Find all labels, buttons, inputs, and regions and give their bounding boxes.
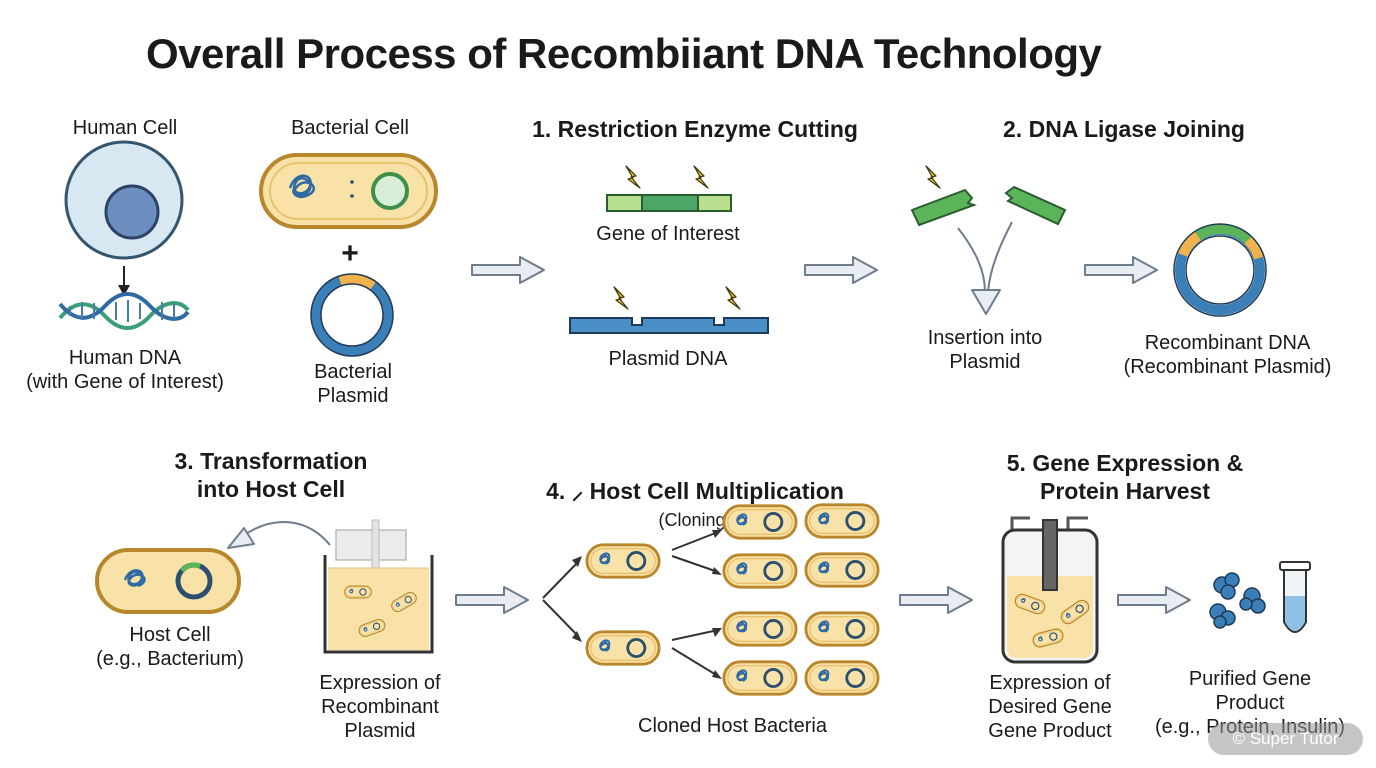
step-4-suffix: (Cloning)	[658, 510, 732, 531]
gene-of-interest-strip	[606, 194, 732, 212]
step-4-heading: 4. ⸝ Host Cell Multiplication (Cloning)	[480, 450, 910, 533]
transformation-arrow-icon	[227, 521, 331, 549]
step-4-title: 4. ⸝ Host Cell Multiplication	[546, 477, 844, 504]
host-cell	[95, 548, 241, 614]
host-cell-label: Host Cell (e.g., Bacterium)	[96, 624, 244, 670]
human-dna-label: Human DNA (with Gene of Interest)	[26, 347, 224, 393]
curved-arrows	[957, 221, 1013, 315]
branch-arrowheads	[572, 530, 722, 679]
protein-molecules-icon	[1209, 572, 1266, 629]
dna-helix	[58, 292, 190, 330]
test-tube-icon	[1279, 561, 1311, 633]
flow-arrow-3	[1084, 256, 1158, 284]
step-2-heading: 2. DNA Ligase Joining	[1003, 116, 1245, 142]
down-arrow-icon	[118, 266, 130, 296]
watermark: © Super Tutor	[1208, 723, 1363, 755]
expression-plasmid-label: Expression of Recombinant Plasmid	[319, 672, 441, 742]
human-cell-label: Human Cell	[72, 117, 178, 139]
cut-bolt-icon	[693, 165, 709, 189]
step-5-heading: 5. Gene Expression & Protein Harvest	[1006, 450, 1244, 504]
human-cell	[64, 140, 184, 260]
flow-arrow-1	[471, 256, 545, 284]
expression-gene-label: Expression of Desired Gene Gene Product	[988, 672, 1112, 742]
plus-sign: +	[341, 237, 359, 270]
recombinant-dna-label: Recombinant DNA (Recombinant Plasmid)	[1123, 332, 1332, 378]
gene-of-interest-label: Gene of Interest	[596, 223, 740, 245]
cut-bolt-icon	[925, 165, 941, 189]
insertion-label: Insertion into Plasmid	[927, 327, 1043, 373]
flow-arrow-5	[899, 586, 973, 614]
cloning-branches	[542, 531, 719, 677]
bacterial-plasmid	[310, 273, 394, 357]
bacterial-cell-label: Bacterial Cell	[291, 117, 409, 139]
step-3-heading: 3. Transformation into Host Cell	[174, 448, 368, 502]
cut-bolt-icon	[725, 286, 741, 310]
culture-beaker	[323, 519, 434, 654]
purified-product-label: Purified Gene Product (e.g., Protein, In…	[1154, 668, 1345, 738]
cut-bolt-icon	[625, 165, 641, 189]
flow-arrow-6	[1117, 586, 1191, 614]
plasmid-dna-strip	[569, 317, 769, 334]
bioreactor	[1001, 516, 1099, 664]
bacterial-cell	[259, 153, 438, 229]
recombinant-plasmid	[1173, 223, 1267, 317]
dna-fragments	[910, 185, 1067, 227]
page-title: Overall Process of Recombiiant DNA Techn…	[146, 30, 1102, 77]
cloned-bacteria-label: Cloned Host Bacteria	[638, 715, 827, 737]
plasmid-dna-label: Plasmid DNA	[608, 348, 728, 370]
flow-arrow-4	[455, 586, 529, 614]
step-1-heading: 1. Restriction Enzyme Cutting	[532, 116, 858, 142]
flow-arrow-2	[804, 256, 878, 284]
cloned-bacteria	[585, 503, 880, 696]
bacterial-plasmid-label: Bacterial Plasmid	[314, 361, 392, 407]
cut-bolt-icon	[613, 286, 629, 310]
